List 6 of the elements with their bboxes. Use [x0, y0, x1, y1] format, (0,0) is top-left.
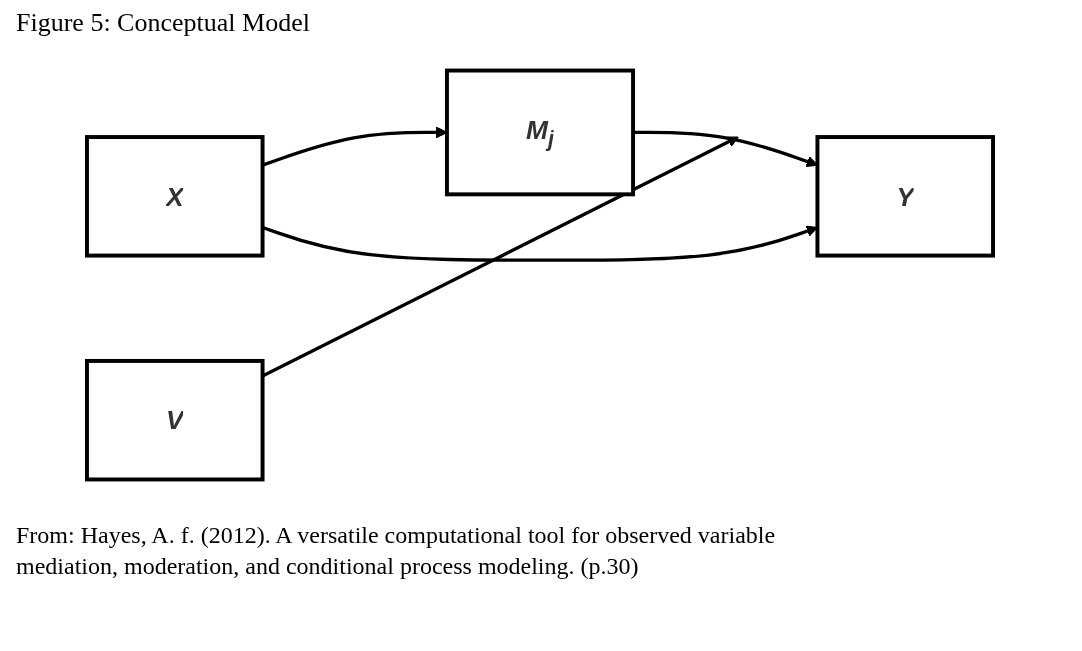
caption: From: Hayes, A. f. (2012). A versatile computational tool for observed variable mediation, moderation, and conditional process modeling. (p.30) [16, 521, 777, 582]
variable-box: V [84, 358, 265, 482]
variable-box: X [84, 135, 265, 258]
variable-box: M$_{j}$ [444, 68, 636, 197]
figure-title: Figure 5: Conceptual Model [16, 8, 310, 38]
variable-box: Y [815, 135, 996, 258]
